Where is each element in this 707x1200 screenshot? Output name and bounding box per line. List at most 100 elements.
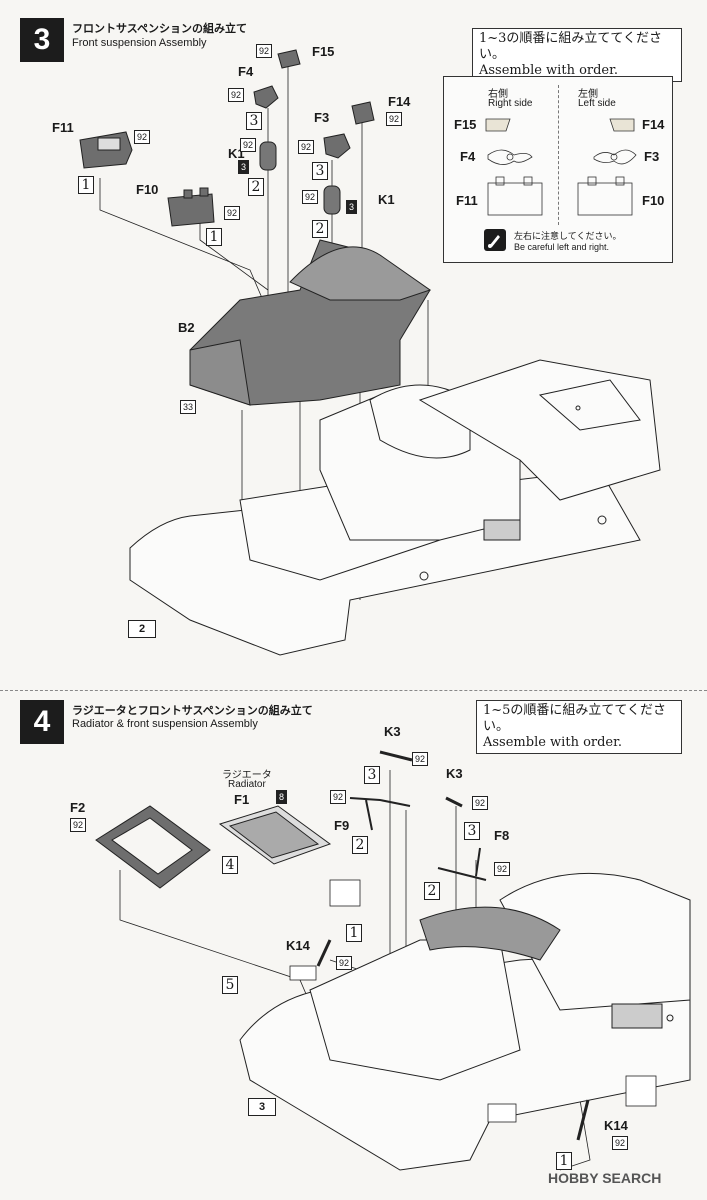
f8-part-drawing <box>437 847 487 881</box>
f2-part-drawing <box>95 805 211 889</box>
order-2-f9: 2 <box>352 836 368 854</box>
label-f14: F14 <box>388 94 411 109</box>
order-3-k3-right: 3 <box>464 822 480 840</box>
count-f2: 92 <box>70 818 87 832</box>
count-k14-left: 92 <box>336 956 353 970</box>
caution-text-ja: 左右に注意してください。 <box>514 231 622 241</box>
caution-icon <box>484 229 506 251</box>
radiator-label-en: Radiator <box>228 779 266 790</box>
count-f3: 92 <box>298 140 315 154</box>
caution-text-en: Be careful left and right. <box>514 242 610 252</box>
hobby-search-watermark: HOBBY SEARCH <box>548 1170 662 1186</box>
panel-label-f11: F11 <box>456 193 478 208</box>
step-divider <box>0 690 707 691</box>
step-4-order-note-en: Assemble with order. <box>483 735 623 750</box>
panel-divider <box>558 85 559 225</box>
count-f1: 8 <box>276 790 288 804</box>
step-3-order-note: 1~3の順番に組み立ててください。 Assemble with order. <box>472 28 682 82</box>
count-f10: 92 <box>224 206 241 220</box>
left-side-en: Left side <box>578 98 616 109</box>
panel-label-f15: F15 <box>454 117 477 132</box>
order-2-left: 2 <box>248 178 264 196</box>
label-f1: F1 <box>234 792 250 807</box>
count-f11: 92 <box>134 130 151 144</box>
k1-left-part-drawing <box>259 141 277 171</box>
count-k14-right: 92 <box>612 1136 629 1150</box>
detail-insets <box>289 879 657 1123</box>
count-f15: 92 <box>256 44 273 58</box>
right-side-ja: 右側 <box>488 89 508 100</box>
k1-right-part-drawing <box>323 185 341 215</box>
chassis-2-drawing <box>129 359 661 656</box>
k14-part-drawing <box>316 939 590 1141</box>
step-3-diagram <box>79 49 661 656</box>
step-4-leader-lines <box>119 770 621 1171</box>
label-f15: F15 <box>312 44 335 59</box>
f10-part-drawing <box>167 187 215 227</box>
f11-part-drawing <box>79 131 133 169</box>
order-1-f10: 1 <box>206 228 222 246</box>
label-k14-right: K14 <box>604 1118 628 1133</box>
order-4: 4 <box>222 856 238 874</box>
step-4-title-ja: ラジエータとフロントサスペンションの組み立て <box>72 704 313 717</box>
step-4-title-en: Radiator & front suspension Assembly <box>72 718 258 730</box>
label-f10: F10 <box>136 182 159 197</box>
step-3-title-en: Front suspension Assembly <box>72 37 207 49</box>
f4-part-drawing <box>253 85 279 109</box>
label-b2: B2 <box>178 320 195 335</box>
f3-part-drawing <box>323 133 351 159</box>
step-3-number: 3 <box>20 18 64 62</box>
label-f9: F9 <box>334 818 350 833</box>
count-k3-right: 92 <box>472 796 489 810</box>
right-side-en: Right side <box>488 98 533 109</box>
count-k3-left: 92 <box>412 752 429 766</box>
order-3-k3-left: 3 <box>364 766 380 784</box>
order-1-f11: 1 <box>78 176 94 194</box>
count-f14: 92 <box>386 112 403 126</box>
label-f11: F11 <box>52 120 74 135</box>
step-4-order-note-ja: 1~5の順番に組み立ててください。 <box>483 703 667 734</box>
order-1-left: 1 <box>346 924 362 942</box>
panel-label-f4: F4 <box>460 149 476 164</box>
count-k1-right: 3 <box>346 200 358 214</box>
left-side-ja: 左側 <box>578 89 598 100</box>
left-right-side-panel: 右側 Right side 左側 Left side F15 F4 F11 F1… <box>443 76 673 263</box>
count-b2: 33 <box>180 400 197 414</box>
label-k3-right: K3 <box>446 766 463 781</box>
f9-part-drawing <box>349 797 411 831</box>
step-3-order-note-ja: 1~3の順番に組み立ててください。 <box>479 31 663 62</box>
order-3-right: 3 <box>312 162 328 180</box>
count-f9: 92 <box>330 790 347 804</box>
order-2-right: 2 <box>312 220 328 238</box>
count-k1-right-92: 92 <box>302 190 319 204</box>
label-f4: F4 <box>238 64 254 79</box>
label-k3-left: K3 <box>384 724 401 739</box>
label-k1-right: K1 <box>378 192 395 207</box>
f14-part-drawing <box>351 101 375 125</box>
order-2-f8: 2 <box>424 882 440 900</box>
radiator-label-ja: ラジエータ <box>222 770 272 781</box>
count-k1-left-92: 92 <box>240 138 257 152</box>
caution-glyph <box>488 235 500 248</box>
f15-part-drawing <box>277 49 301 69</box>
label-chassis-3: 3 <box>248 1098 276 1116</box>
panel-label-f3: F3 <box>644 149 660 164</box>
panel-part-sketches <box>485 118 637 216</box>
label-f8: F8 <box>494 828 510 843</box>
label-f2: F2 <box>70 800 86 815</box>
step-4-number: 4 <box>20 700 64 744</box>
count-f4: 92 <box>228 88 245 102</box>
count-f8: 92 <box>494 862 511 876</box>
label-chassis-2: 2 <box>128 620 156 638</box>
step-3-title-ja: フロントサスペンションの組み立て <box>72 22 248 35</box>
order-3-left: 3 <box>246 112 262 130</box>
count-k1-left: 3 <box>238 160 250 174</box>
panel-label-f14: F14 <box>642 117 665 132</box>
b2-part-drawing <box>189 239 432 406</box>
step-3-order-note-en: Assemble with order. <box>479 63 619 78</box>
label-k14-left: K14 <box>286 938 310 953</box>
panel-label-f10: F10 <box>642 193 665 208</box>
step-4-order-note: 1~5の順番に組み立ててください。 Assemble with order. <box>476 700 682 754</box>
order-1-right: 1 <box>556 1152 572 1170</box>
label-f3: F3 <box>314 110 330 125</box>
